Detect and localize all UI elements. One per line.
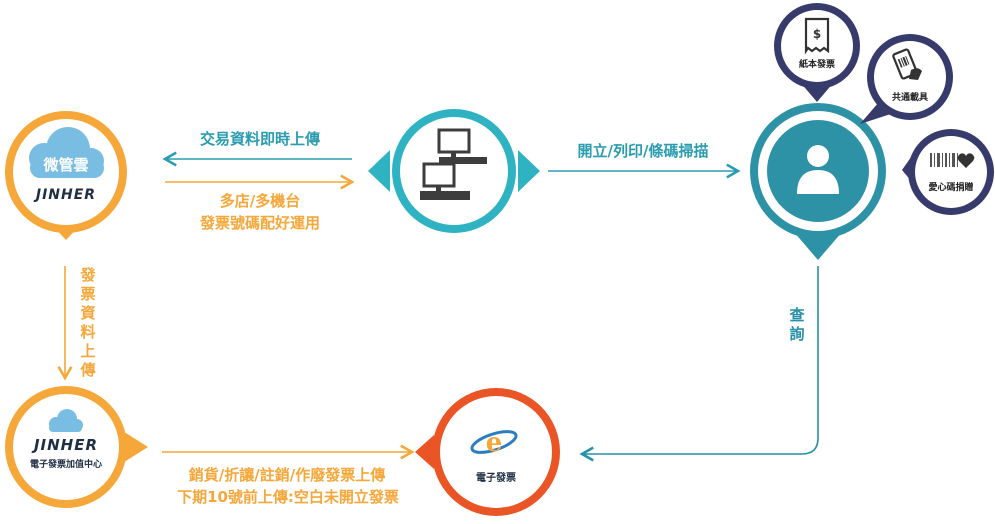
user-icon	[797, 145, 839, 194]
barcode-heart-icon	[930, 153, 975, 168]
label-multi-store: 多店/多機台	[219, 192, 301, 210]
bubble-carrier-label: 共通載具	[891, 93, 928, 103]
jinher-brand-bottom: JINHER	[33, 436, 99, 454]
cloud-service-name: 微管雲	[43, 156, 89, 174]
label-upload-realtime: 交易資料即時上傳	[199, 130, 320, 148]
einvoice-logo-icon: e	[470, 428, 518, 458]
bubble-paper-label: 紙本發票	[798, 60, 835, 70]
mobile-barcode-icon	[892, 48, 922, 80]
arrow-query	[579, 266, 819, 462]
label-next-period-upload: 下期10號前上傳:空白未開立發票	[177, 488, 399, 506]
label-sales-ops: 銷貨/折讓/註銷/作廢發票上傳	[188, 466, 386, 484]
label-issue-print-scan: 開立/列印/條碼掃描	[577, 142, 709, 160]
bubble-donate-label: 愛心碼捐贈	[928, 183, 974, 193]
pos-terminal-icon	[420, 128, 487, 200]
small-cloud-icon	[49, 409, 83, 432]
label-invoice-number-allocation: 發票號碼配好運用	[199, 214, 320, 232]
einvoice-label: 電子發票	[476, 473, 516, 484]
label-query: 查詢	[789, 306, 805, 343]
bubble-common-carrier	[860, 34, 953, 124]
value-added-center-caption: 電子發票加值中心	[29, 460, 102, 470]
svg-text:$: $	[813, 27, 821, 41]
bubble-paper-invoice	[774, 3, 860, 102]
receipt-icon: $	[804, 17, 830, 55]
node-einvoice	[415, 388, 560, 516]
node-jinher-center	[5, 386, 148, 508]
cloud-icon	[29, 127, 104, 178]
label-invoice-upload: 發票資料上傳	[80, 266, 96, 379]
jinher-brand-top: JINHER	[35, 187, 97, 203]
bubble-love-code-donation	[902, 129, 994, 215]
svg-text:e: e	[486, 428, 503, 458]
